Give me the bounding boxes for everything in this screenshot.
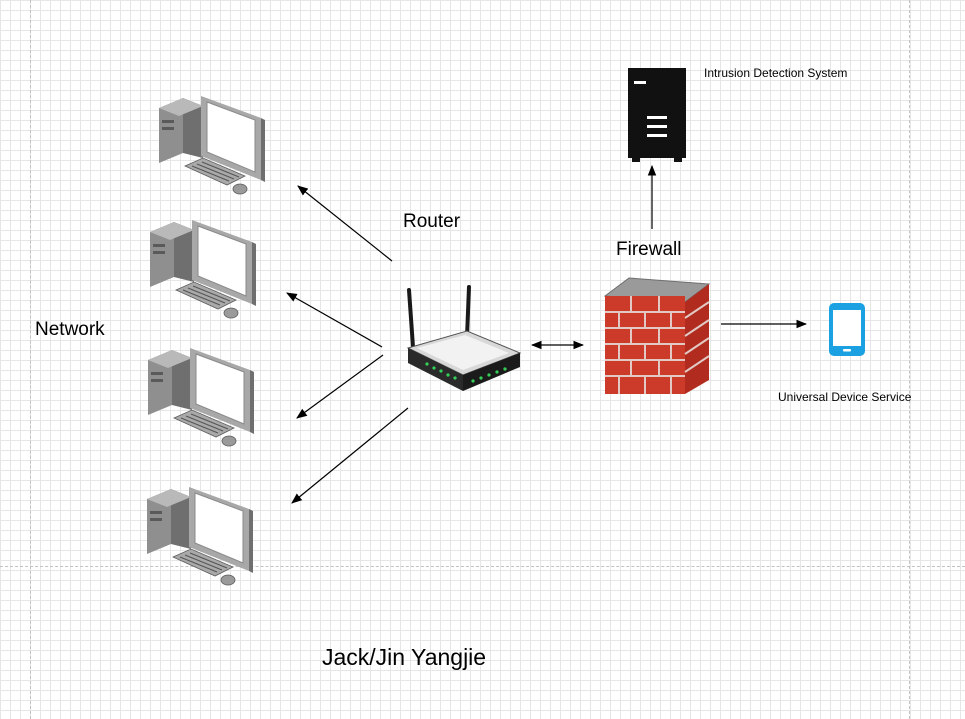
computer-icon[interactable] — [145, 88, 270, 198]
wireless-router-icon[interactable] — [403, 285, 525, 395]
network-label: Network — [35, 319, 105, 340]
edge-router-to-pc3[interactable] — [296, 354, 384, 419]
brick-firewall-icon[interactable] — [601, 276, 713, 398]
edge-router-to-pc1[interactable] — [297, 185, 393, 262]
edge-router-to-pc2[interactable] — [286, 292, 383, 348]
server-tower-icon[interactable] — [626, 66, 690, 164]
firewall-label: Firewall — [616, 239, 682, 260]
computer-icon[interactable] — [134, 340, 259, 450]
mobile-phone-icon[interactable] — [825, 300, 869, 360]
computer-icon[interactable] — [136, 212, 261, 322]
edge-router-to-pc4[interactable] — [291, 407, 409, 504]
page-break-left — [30, 0, 31, 719]
page-break-right — [909, 0, 910, 719]
author-label: Jack/Jin Yangjie — [322, 644, 487, 670]
page-break-bottom — [0, 566, 965, 567]
router-label: Router — [403, 211, 461, 232]
universal-device-service-label: Universal Device Service — [778, 390, 912, 404]
ids-label: Intrusion Detection System — [704, 66, 848, 80]
computer-icon[interactable] — [133, 479, 258, 589]
